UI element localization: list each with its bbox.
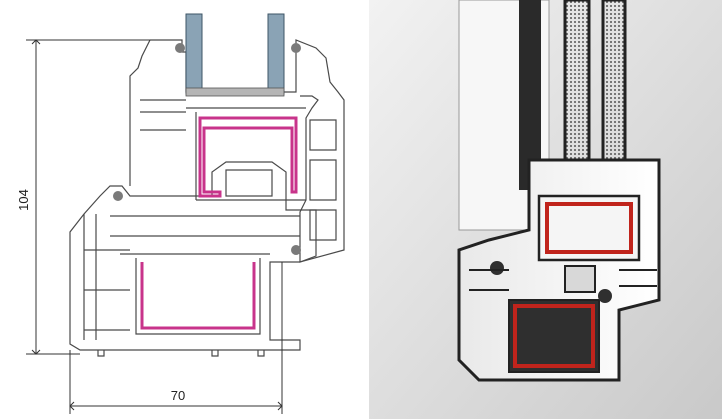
glass-pane-inner: [185, 13, 203, 95]
sash-gasket-photo: [490, 261, 504, 275]
drawing-canvas: 104 70: [16, 13, 345, 414]
glazing-gasket-right: [291, 43, 301, 53]
frame-horizontal-walls: [110, 215, 300, 255]
sash-gasket: [113, 191, 123, 201]
glass-edge-1: [519, 0, 541, 190]
sash-chamber-lines: [186, 107, 306, 201]
profile-section-drawing: 104 70: [16, 13, 345, 414]
glass-edge-2: [563, 0, 591, 182]
glazing-gasket-left: [175, 43, 185, 53]
profile-cutaway-photo: [369, 0, 722, 419]
glass-pane-outer: [267, 13, 285, 95]
frame-reinforcement: [513, 304, 595, 368]
sash-reinforcement: [545, 202, 633, 254]
sash-steel-reinforcement: [198, 116, 298, 198]
profile-outline: [69, 39, 345, 357]
dimension-lines: [26, 39, 283, 414]
frame-top-chamber: [225, 169, 273, 197]
sash-inner-walls: [140, 99, 186, 131]
width-arrows: [69, 401, 283, 411]
frame-chamber: [508, 299, 600, 373]
glass-edge-3: [601, 0, 627, 182]
frame-left-walls: [83, 214, 130, 340]
width-dimension-label: 70: [171, 388, 185, 403]
height-arrows: [31, 39, 41, 355]
sash-left-contour: [129, 39, 151, 186]
height-dimension-label: 104: [16, 189, 31, 211]
sash-outer-chambers: [309, 119, 337, 241]
spacer-bar: [185, 87, 285, 97]
sash-chamber: [537, 194, 641, 262]
frame-feet: [97, 350, 265, 357]
profile-walls: [469, 269, 657, 291]
sash-outer-contour: [150, 39, 345, 263]
frame-steel-reinforcement: [140, 262, 256, 330]
photo-canvas: [369, 0, 722, 419]
hardware-groove: [564, 265, 596, 293]
frame-gasket-photo: [598, 289, 612, 303]
frame-contour: [69, 161, 317, 351]
frame-gasket: [291, 245, 301, 255]
frame-main-chamber: [135, 258, 261, 335]
